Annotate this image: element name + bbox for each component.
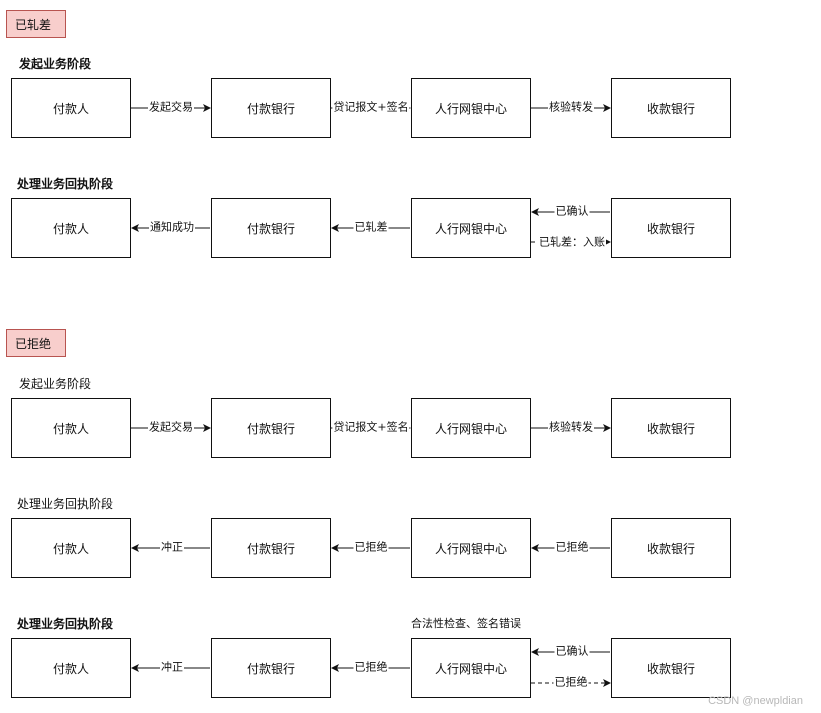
node-payer-r3: 付款人 [11, 398, 131, 458]
edge-label-rejected-r4a: 已拒绝 [353, 540, 389, 554]
edge-label-rejected-r5a: 已拒绝 [353, 660, 389, 674]
status-tag-rejected: 已拒绝 [6, 329, 66, 357]
edge-label-notify-success: 通知成功 [149, 220, 195, 234]
node-payer-bank-r1: 付款银行 [211, 78, 331, 138]
section-heading-receipt-1: 处理业务回执阶段 [17, 177, 114, 191]
edge-label-verify-forward-r1: 核验转发 [548, 100, 594, 114]
node-payee-bank-r1: 收款银行 [611, 78, 731, 138]
node-payee-bank-r5: 收款银行 [611, 638, 731, 698]
node-payer-bank-r5: 付款银行 [211, 638, 331, 698]
node-payee-bank-r3: 收款银行 [611, 398, 731, 458]
edge-label-netted-credit: 已轧差：入账 [538, 235, 606, 249]
edge-label-netted: 已轧差 [353, 220, 389, 234]
node-pboc-center-r1: 人行网银中心 [411, 78, 531, 138]
section-heading-initiate-1: 发起业务阶段 [19, 57, 92, 71]
node-payer-r1: 付款人 [11, 78, 131, 138]
section-heading-receipt-3: 处理业务回执阶段 [17, 617, 114, 631]
edge-label-initiate-trade-r1: 发起交易 [148, 100, 194, 114]
edge-label-reversal-r4: 冲正 [160, 540, 184, 554]
status-tag-netted: 已轧差 [6, 10, 66, 38]
watermark: CSDN @newpldian [708, 695, 803, 707]
edge-label-debit-sign-r1: 贷记报文+签名 [332, 100, 410, 114]
section-heading-receipt-2: 处理业务回执阶段 [17, 497, 114, 511]
section-heading-initiate-2: 发起业务阶段 [19, 377, 92, 391]
node-pboc-center-r4: 人行网银中心 [411, 518, 531, 578]
edge-label-verify-forward-r3: 核验转发 [548, 420, 594, 434]
node-payer-bank-r2: 付款银行 [211, 198, 331, 258]
edge-label-debit-sign-r3: 贷记报文+签名 [332, 420, 410, 434]
node-pboc-center-r2: 人行网银中心 [411, 198, 531, 258]
node-pboc-center-r5: 人行网银中心 [411, 638, 531, 698]
node-payer-r5: 付款人 [11, 638, 131, 698]
node-payer-bank-r4: 付款银行 [211, 518, 331, 578]
node-payer-bank-r3: 付款银行 [211, 398, 331, 458]
node-payee-bank-r4: 收款银行 [611, 518, 731, 578]
edge-label-confirmed-r2: 已确认 [554, 204, 590, 218]
node-payer-r2: 付款人 [11, 198, 131, 258]
edge-label-reversal-r5: 冲正 [160, 660, 184, 674]
edge-label-confirmed-r5: 已确认 [554, 644, 590, 658]
node-pboc-center-r3: 人行网银中心 [411, 398, 531, 458]
node-payer-r4: 付款人 [11, 518, 131, 578]
node-payee-bank-r2: 收款银行 [611, 198, 731, 258]
annotation-check-error: 合法性检查、签名错误 [411, 617, 521, 630]
edge-label-initiate-trade-r3: 发起交易 [148, 420, 194, 434]
edge-label-rejected-r5b: 已拒绝 [553, 675, 589, 689]
edge-label-rejected-r4b: 已拒绝 [554, 540, 590, 554]
